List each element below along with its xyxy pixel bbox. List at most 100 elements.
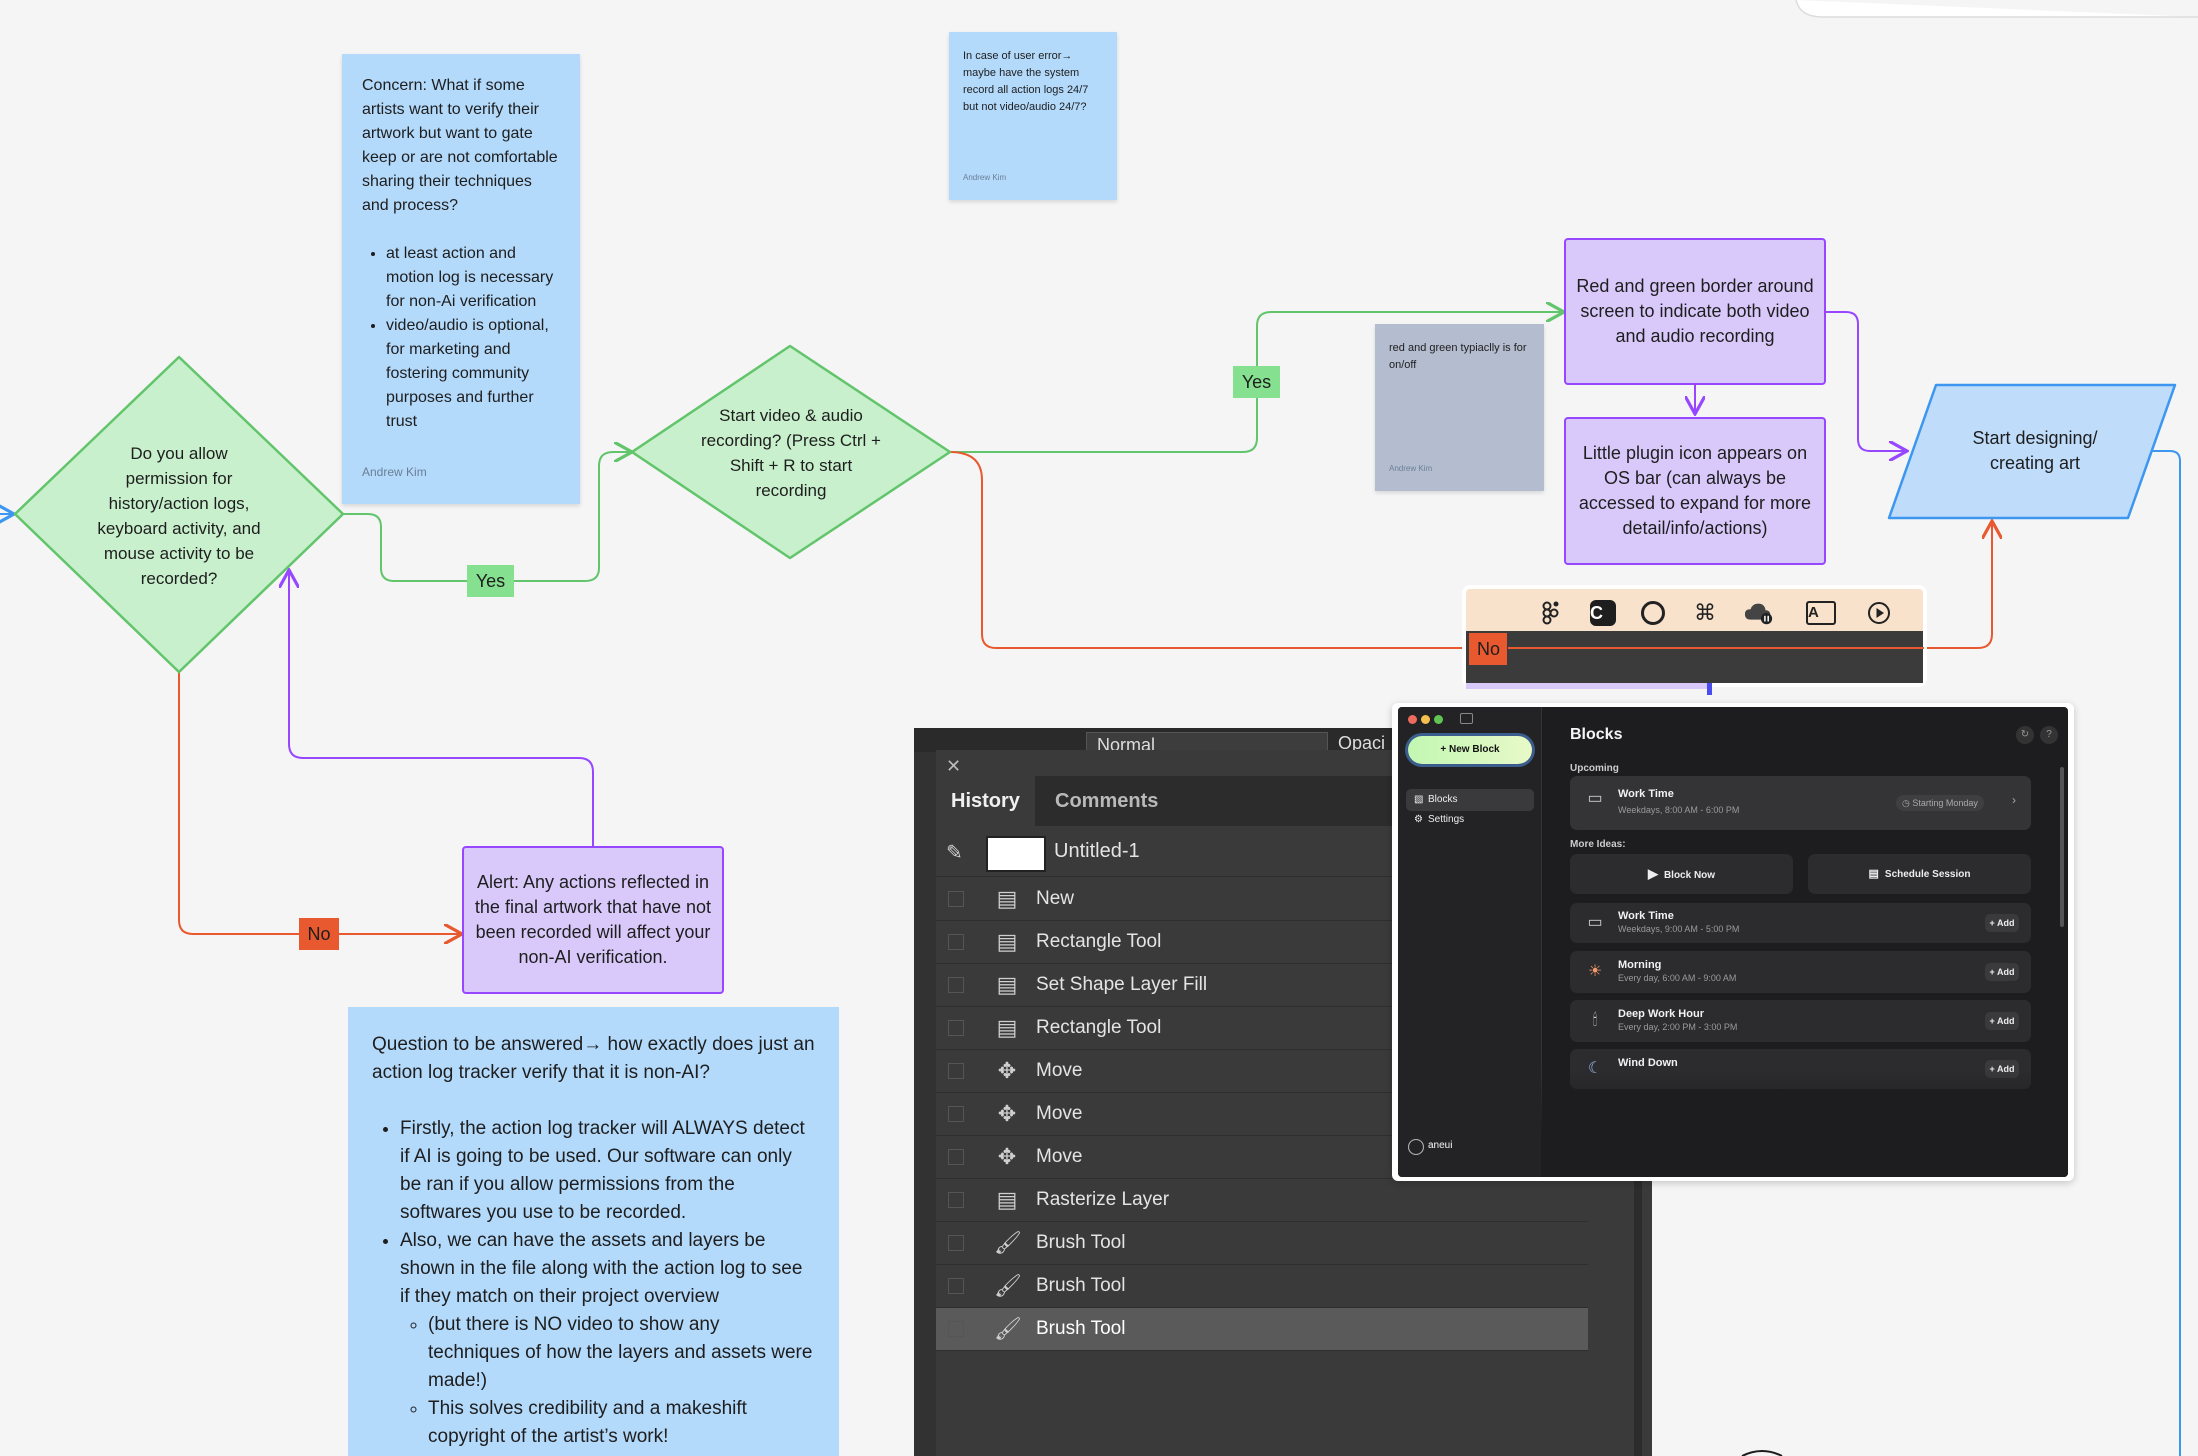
history-item-label: Rectangle Tool bbox=[1036, 1017, 1162, 1038]
history-item-checkbox[interactable] bbox=[948, 1278, 964, 1294]
history-item[interactable]: ▤ Rectangle Tool bbox=[936, 921, 1588, 964]
history-item[interactable]: ✥ Move bbox=[936, 1136, 1588, 1179]
snapshot-label: Untitled-1 bbox=[1054, 840, 1140, 862]
schedule-session-button[interactable]: ▤Schedule Session bbox=[1808, 854, 2031, 894]
close-icon[interactable]: ✕ bbox=[946, 756, 962, 776]
sidebar-toggle-icon[interactable] bbox=[1460, 713, 1473, 724]
history-item-checkbox[interactable] bbox=[948, 977, 964, 993]
os-menu-bar-screenshot: C ⌘ A bbox=[1462, 585, 1927, 695]
snapshot-thumbnail bbox=[986, 836, 1046, 872]
sticky-question-subbullet: This solves credibility and a makeshift … bbox=[428, 1395, 815, 1451]
connector-label-no: No bbox=[1469, 633, 1507, 665]
history-item-checkbox[interactable] bbox=[948, 934, 964, 950]
history-item-label: Brush Tool bbox=[1036, 1318, 1126, 1339]
upcoming-label: Upcoming bbox=[1570, 763, 1619, 774]
block-now-label: Block Now bbox=[1663, 870, 1716, 881]
sticky-note-concern[interactable]: Concern: What if some artists want to ve… bbox=[342, 54, 580, 504]
idea-card[interactable]: 🕯 Deep Work Hour Every day, 2:00 PM - 3:… bbox=[1570, 1000, 2031, 1042]
refresh-icon[interactable]: ↻ bbox=[2016, 726, 2034, 744]
history-item[interactable]: ▤ Rectangle Tool bbox=[936, 1007, 1588, 1050]
sticky-note-red-green[interactable]: red and green typiaclly is for on/off An… bbox=[1375, 324, 1544, 491]
offscreen-card-edge bbox=[1795, 0, 2198, 18]
page-title: Blocks bbox=[1570, 726, 1623, 743]
idea-title: Wind Down bbox=[1618, 1057, 1678, 1069]
history-item[interactable]: ▤ New bbox=[936, 878, 1588, 921]
sticky-red-green-text: red and green typiaclly is for on/off bbox=[1389, 342, 1527, 371]
blocks-sidebar: + New Block ▧ Blocks ⚙ Settings aneui bbox=[1398, 707, 1542, 1177]
sticky-concern-text: Concern: What if some artists want to ve… bbox=[362, 77, 558, 214]
history-item[interactable]: ▤ Set Shape Layer Fill bbox=[936, 964, 1588, 1007]
process-box-border[interactable]: Red and green border around screen to in… bbox=[1564, 238, 1826, 385]
circle-icon bbox=[1638, 599, 1668, 627]
history-item-label: Move bbox=[1036, 1060, 1083, 1081]
os-menu-purple-strip bbox=[1466, 683, 1710, 689]
blocks-app-screenshot: + New Block ▧ Blocks ⚙ Settings aneui Bl… bbox=[1392, 703, 2074, 1181]
history-item-checkbox[interactable] bbox=[948, 891, 964, 907]
sidebar-item-blocks[interactable]: ▧ Blocks bbox=[1406, 789, 1534, 811]
sticky-concern-bullet: video/audio is optional, for marketing a… bbox=[386, 314, 560, 434]
history-item-selected[interactable]: 🖌 Brush Tool bbox=[936, 1308, 1588, 1351]
calendar-icon: ▤ bbox=[1868, 868, 1879, 880]
connector-permission-no bbox=[178, 672, 460, 934]
sun-icon: ☀ bbox=[1587, 963, 1603, 980]
history-item-checkbox[interactable] bbox=[948, 1321, 964, 1337]
sticky-note-question[interactable]: Question to be answered→ how exactly doe… bbox=[348, 1007, 839, 1456]
decision-recording-text: Start video & audio recording? (Press Ct… bbox=[701, 406, 881, 500]
history-item[interactable]: 🖌 Brush Tool bbox=[936, 1265, 1588, 1308]
blocks-icon: ▧ bbox=[1414, 794, 1424, 805]
history-item[interactable]: 🖌 Brush Tool bbox=[936, 1222, 1588, 1265]
document-icon: ▤ bbox=[996, 972, 1018, 997]
cloud-pause-icon bbox=[1744, 599, 1774, 627]
more-ideas-label: More Ideas: bbox=[1570, 839, 1626, 850]
tab-comments[interactable]: Comments bbox=[1055, 790, 1159, 812]
history-snapshot-row[interactable]: ✎ Untitled-1 bbox=[936, 826, 1588, 877]
os-menu-bar: C ⌘ A bbox=[1466, 589, 1923, 631]
idea-title: Deep Work Hour bbox=[1618, 1008, 1704, 1020]
history-item-label: Rectangle Tool bbox=[1036, 931, 1162, 952]
window-zoom-button[interactable] bbox=[1434, 715, 1443, 724]
idea-card[interactable]: ☀ Morning Every day, 6:00 AM - 9:00 AM +… bbox=[1570, 951, 2031, 993]
decision-diamond-permission bbox=[13, 355, 345, 674]
add-button[interactable]: + Add bbox=[1985, 1012, 2019, 1030]
upcoming-title: Work Time bbox=[1618, 788, 1674, 800]
text-a-icon: A bbox=[1806, 599, 1836, 627]
upcoming-card[interactable]: ▭ Work Time Weekdays, 8:00 AM - 6:00 PM … bbox=[1570, 776, 2031, 830]
history-item-checkbox[interactable] bbox=[948, 1192, 964, 1208]
history-item[interactable]: ✥ Move bbox=[936, 1050, 1588, 1093]
sticky-question-bullet-text: Also, we can have the assets and layers … bbox=[400, 1230, 803, 1307]
blocks-app-window: + New Block ▧ Blocks ⚙ Settings aneui Bl… bbox=[1398, 707, 2068, 1177]
sidebar-item-label: Blocks bbox=[1428, 794, 1458, 805]
c-app-icon: C bbox=[1588, 599, 1618, 627]
history-item-checkbox[interactable] bbox=[948, 1235, 964, 1251]
document-icon: ▤ bbox=[996, 1187, 1018, 1212]
help-icon[interactable]: ? bbox=[2040, 726, 2058, 744]
add-button[interactable]: + Add bbox=[1985, 963, 2019, 981]
idea-card[interactable]: ▭ Work Time Weekdays, 9:00 AM - 5:00 PM … bbox=[1570, 903, 2031, 943]
user-name-overlay: aneui bbox=[1428, 1140, 1453, 1151]
history-item[interactable]: ▤ Rasterize Layer bbox=[936, 1179, 1588, 1222]
new-block-button[interactable]: + New Block bbox=[1408, 736, 1532, 764]
history-item[interactable]: ✥ Move bbox=[936, 1093, 1588, 1136]
document-icon: ▤ bbox=[996, 1015, 1018, 1040]
process-box-plugin-icon[interactable]: Little plugin icon appears on OS bar (ca… bbox=[1564, 417, 1826, 565]
brush-icon: 🖌 bbox=[994, 1273, 1022, 1298]
idea-title: Morning bbox=[1618, 959, 1662, 971]
play-circle-icon bbox=[1864, 599, 1894, 627]
history-item-checkbox[interactable] bbox=[948, 1020, 964, 1036]
blocks-scrollbar[interactable] bbox=[2060, 767, 2064, 927]
tab-history[interactable]: History bbox=[936, 776, 1035, 826]
history-item-checkbox[interactable] bbox=[948, 1063, 964, 1079]
process-box-alert[interactable]: Alert: Any actions reflected in the fina… bbox=[462, 846, 724, 994]
connector-designing-out bbox=[2128, 450, 2181, 1456]
sidebar-item-settings[interactable]: ⚙ Settings bbox=[1406, 809, 1534, 831]
add-button[interactable]: + Add bbox=[1985, 914, 2019, 932]
window-close-button[interactable] bbox=[1408, 715, 1417, 724]
window-minimize-button[interactable] bbox=[1421, 715, 1430, 724]
history-item-checkbox[interactable] bbox=[948, 1106, 964, 1122]
history-item-label: Move bbox=[1036, 1103, 1083, 1124]
history-item-checkbox[interactable] bbox=[948, 1149, 964, 1165]
sticky-note-user-error[interactable]: In case of user error→ maybe have the sy… bbox=[949, 32, 1117, 200]
connector-label-yes: Yes bbox=[467, 565, 514, 597]
connector-alert-return bbox=[289, 572, 594, 846]
block-now-button[interactable]: ▶Block Now bbox=[1570, 854, 1793, 894]
